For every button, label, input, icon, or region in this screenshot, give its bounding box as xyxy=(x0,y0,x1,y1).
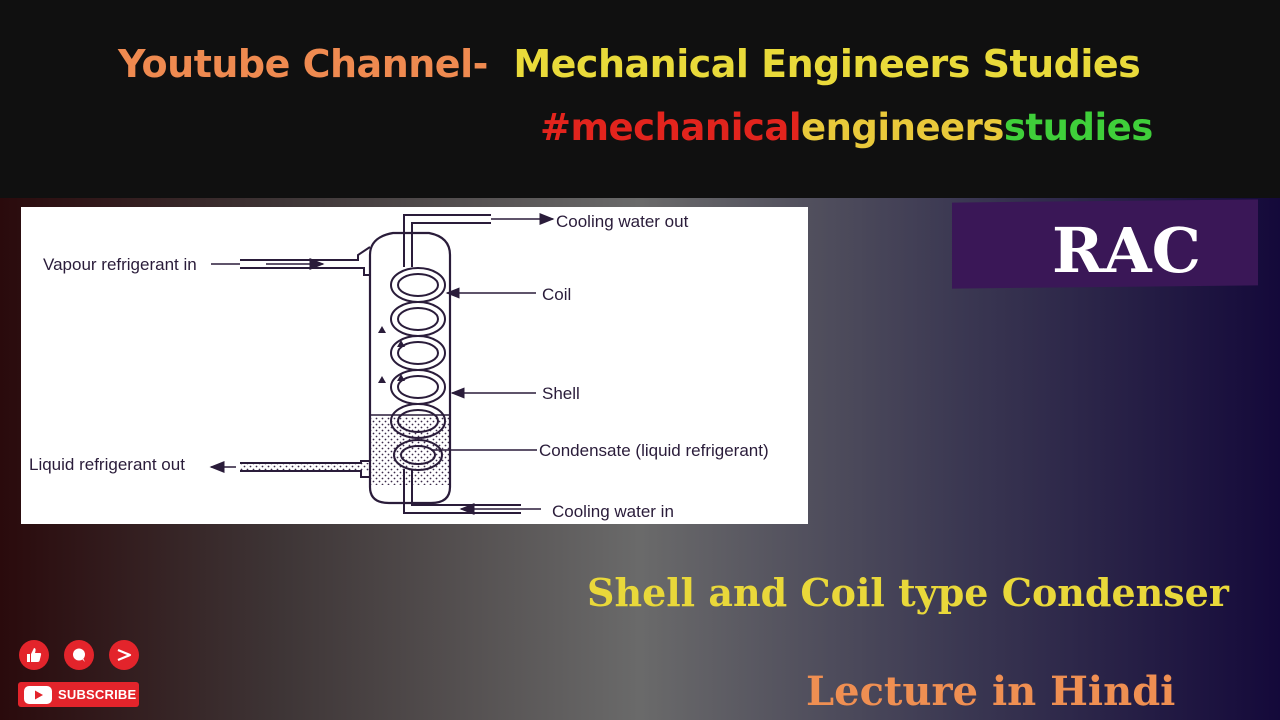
water-in-pipe-inner xyxy=(411,469,521,506)
comment-button[interactable] xyxy=(64,640,94,670)
like-button[interactable] xyxy=(19,640,49,670)
label-shell: Shell xyxy=(542,384,580,403)
video-title: Shell and Coil type Condenser xyxy=(587,570,1229,615)
header-band xyxy=(0,0,1280,198)
thumbs-up-icon xyxy=(27,648,42,662)
comment-icon xyxy=(73,648,85,662)
channel-name: Mechanical Engineers Studies xyxy=(513,42,1141,86)
vapour-flow-arrows xyxy=(378,326,405,383)
vapour-inlet-pipe-top xyxy=(240,246,371,261)
label-cooling-water-in: Cooling water in xyxy=(552,502,674,521)
channel-title: Youtube Channel- Mechanical Engineers St… xyxy=(118,42,1141,86)
liquid-outlet-pipe-top xyxy=(240,460,370,464)
share-icon xyxy=(117,648,132,662)
liquid-outlet-pipe-bottom xyxy=(240,470,370,478)
vapour-inlet-pipe-bottom xyxy=(240,267,370,276)
water-out-pipe-inner xyxy=(411,222,491,267)
water-out-pipe-outer xyxy=(403,214,491,267)
hashtag-part-3: studies xyxy=(1003,106,1153,149)
label-cooling-water-out: Cooling water out xyxy=(556,212,689,231)
water-in-pipe-outer xyxy=(403,469,521,514)
channel-hashtag: #mechanicalengineersstudies xyxy=(540,106,1153,149)
share-button[interactable] xyxy=(109,640,139,670)
video-subtitle: Lecture in Hindi xyxy=(806,668,1176,715)
condenser-diagram-svg: Cooling water out Vapour refrigerant in … xyxy=(29,212,769,521)
label-coil: Coil xyxy=(542,285,571,304)
hashtag-part-2: engineers xyxy=(801,106,1004,149)
subject-badge-text: RAC xyxy=(1052,214,1201,287)
shell-outline xyxy=(368,231,452,505)
subscribe-button[interactable]: SUBSCRIBE xyxy=(18,682,139,707)
subscribe-label: SUBSCRIBE xyxy=(58,687,137,702)
coil-loops xyxy=(390,267,446,471)
outlet-pipe-fill xyxy=(240,463,370,471)
label-vapour-in: Vapour refrigerant in xyxy=(43,255,197,274)
hashtag-part-1: #mechanical xyxy=(540,106,802,149)
label-liquid-out: Liquid refrigerant out xyxy=(29,455,185,474)
condenser-diagram: Cooling water out Vapour refrigerant in … xyxy=(21,207,808,524)
youtube-play-icon xyxy=(24,685,52,704)
label-condensate: Condensate (liquid refrigerant) xyxy=(539,441,769,460)
channel-prefix: Youtube Channel- xyxy=(118,42,488,86)
condensate-fill xyxy=(370,417,450,485)
